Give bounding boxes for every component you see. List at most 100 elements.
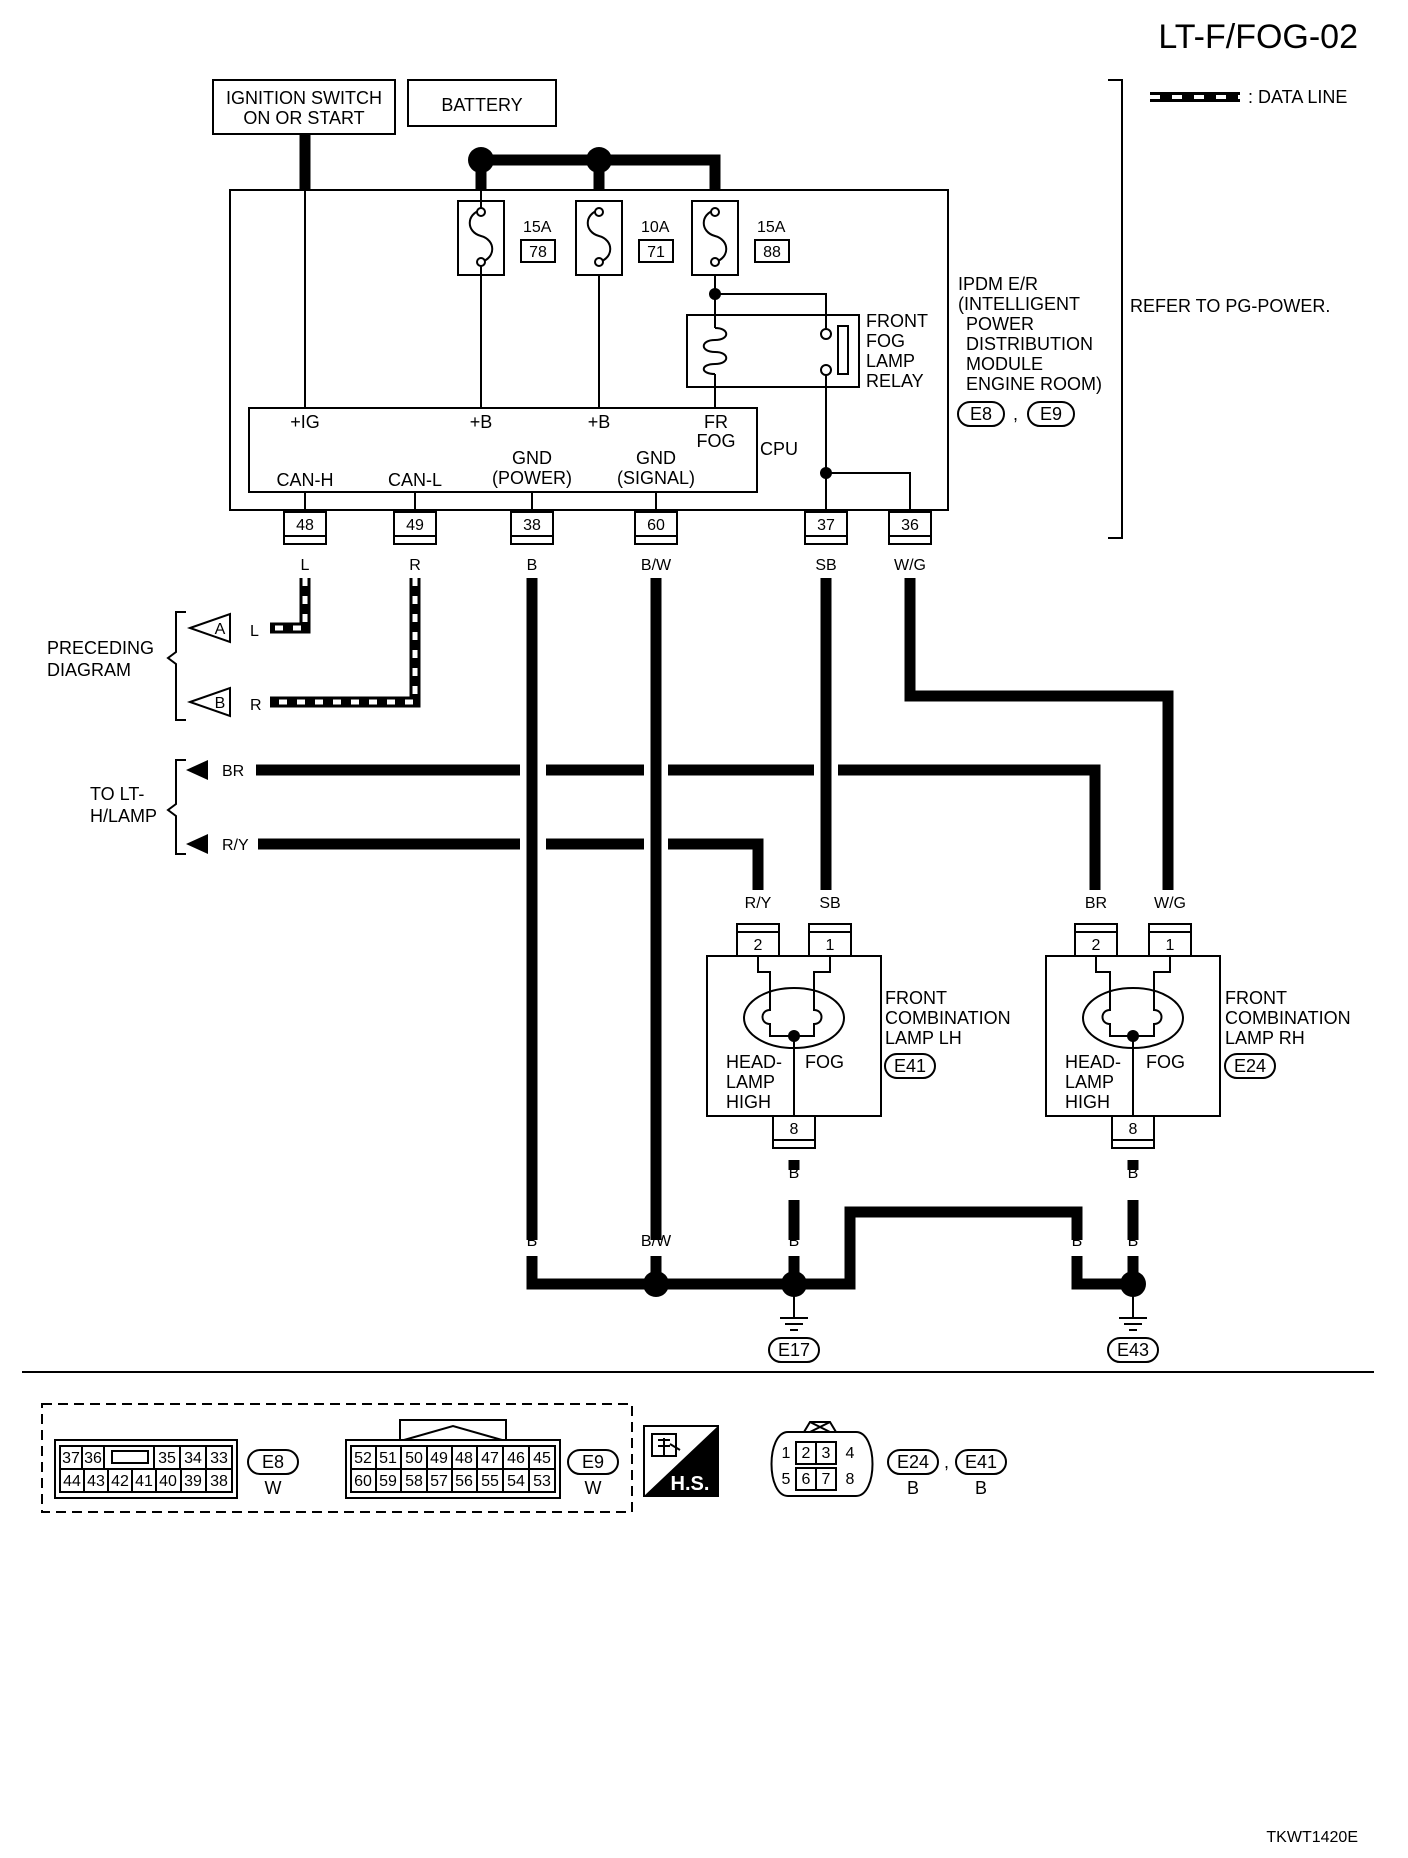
- svg-text:HEAD-: HEAD-: [726, 1052, 782, 1072]
- svg-text:(SIGNAL): (SIGNAL): [617, 468, 695, 488]
- svg-text:B: B: [789, 1165, 800, 1182]
- ignition-line1: IGNITION SWITCH: [226, 88, 382, 108]
- to-lt-h-lamp: TO LT- H/LAMP BR R/Y: [90, 759, 249, 855]
- svg-text:TO LT-: TO LT-: [90, 784, 144, 804]
- fuse-88: 15A 88: [691, 200, 790, 276]
- svg-text:37: 37: [817, 517, 835, 534]
- ground-bus-lh: [526, 1206, 1083, 1290]
- footer-code: TKWT1420E: [1266, 1829, 1358, 1846]
- svg-text:B/W: B/W: [641, 1233, 672, 1250]
- connector-dashed-box: [41, 1403, 633, 1513]
- svg-text:HIGH: HIGH: [726, 1092, 771, 1112]
- svg-text:40: 40: [159, 1473, 177, 1490]
- svg-text:GND: GND: [512, 448, 552, 468]
- svg-text:49: 49: [430, 1450, 448, 1467]
- svg-text:B: B: [907, 1478, 919, 1498]
- svg-text:B: B: [845, 1233, 856, 1250]
- svg-text:46: 46: [507, 1450, 525, 1467]
- svg-text:W: W: [585, 1478, 602, 1498]
- svg-text:3: 3: [822, 1445, 831, 1462]
- svg-text:44: 44: [63, 1473, 81, 1490]
- svg-text:57: 57: [430, 1473, 448, 1490]
- svg-text:CAN-H: CAN-H: [277, 470, 334, 490]
- svg-text:R/Y: R/Y: [745, 895, 772, 912]
- connector-e8: 37 36 35 34 33 44 43 42 41 40 39 38 E8 W: [54, 1439, 299, 1499]
- svg-text:COMBINATION: COMBINATION: [885, 1008, 1011, 1028]
- svg-text:36: 36: [901, 517, 919, 534]
- harness-side-icon: H.S.: [643, 1425, 719, 1497]
- ipdm-conn-e9: [1027, 401, 1075, 427]
- svg-text:+B: +B: [470, 412, 493, 432]
- svg-text:8: 8: [1129, 1121, 1138, 1138]
- svg-text:E8: E8: [262, 1452, 284, 1472]
- wg-pin36-wire: [904, 578, 1174, 890]
- front-fog-lamp-relay: FRONT FOG LAMP RELAY: [686, 311, 928, 473]
- svg-text:51: 51: [379, 1450, 397, 1467]
- can-h-data-line: [270, 578, 311, 634]
- svg-text:1: 1: [826, 937, 835, 954]
- ipdm-pins: 48 49 38 60 37 36: [283, 511, 932, 545]
- ground-e17: E17: [768, 1284, 820, 1363]
- svg-text:B: B: [1128, 1165, 1139, 1182]
- svg-text:48: 48: [296, 517, 314, 534]
- svg-text:50: 50: [405, 1450, 423, 1467]
- svg-text:53: 53: [533, 1473, 551, 1490]
- svg-text:49: 49: [406, 517, 424, 534]
- relay-line3: LAMP: [866, 351, 915, 371]
- svg-text:W/G: W/G: [894, 557, 926, 574]
- svg-text:DIAGRAM: DIAGRAM: [47, 660, 131, 680]
- svg-text:56: 56: [455, 1473, 473, 1490]
- svg-text:E8: E8: [970, 404, 992, 424]
- svg-text:CPU: CPU: [760, 439, 798, 459]
- svg-text:PRECEDING: PRECEDING: [47, 638, 154, 658]
- svg-text:59: 59: [379, 1473, 397, 1490]
- preceding-diagram: PRECEDING DIAGRAM A L B R: [47, 611, 262, 721]
- junction-dot: [586, 147, 612, 173]
- svg-text:SB: SB: [815, 557, 836, 574]
- svg-text:54: 54: [507, 1473, 525, 1490]
- svg-text:SB: SB: [819, 895, 840, 912]
- svg-text:33: 33: [210, 1450, 228, 1467]
- svg-text:E41: E41: [965, 1452, 997, 1472]
- ipdm-label: IPDM E/R (INTELLIGENT POWER DISTRIBUTION…: [957, 274, 1102, 427]
- svg-text:FR: FR: [704, 412, 728, 432]
- svg-text:58: 58: [405, 1473, 423, 1490]
- svg-text:60: 60: [647, 517, 665, 534]
- svg-text:B: B: [527, 557, 538, 574]
- svg-text:55: 55: [481, 1473, 499, 1490]
- svg-text:2: 2: [802, 1445, 811, 1462]
- svg-text:E24: E24: [1234, 1056, 1266, 1076]
- refer-text: REFER TO PG-POWER.: [1130, 296, 1330, 316]
- svg-text:H/LAMP: H/LAMP: [90, 806, 157, 826]
- svg-text:60: 60: [354, 1473, 372, 1490]
- svg-text:POWER: POWER: [966, 314, 1034, 334]
- ignition-line2: ON OR START: [243, 108, 364, 128]
- svg-text:W: W: [265, 1478, 282, 1498]
- svg-text:LAMP: LAMP: [1065, 1072, 1114, 1092]
- svg-text:H.S.: H.S.: [671, 1473, 710, 1495]
- svg-text:B/W: B/W: [641, 557, 672, 574]
- svg-text:48: 48: [455, 1450, 473, 1467]
- svg-text:B: B: [1128, 1233, 1139, 1250]
- svg-text:B: B: [215, 695, 226, 712]
- fuse-78-num: 78: [529, 244, 547, 261]
- svg-text:+IG: +IG: [290, 412, 320, 432]
- svg-text:IPDM E/R: IPDM E/R: [958, 274, 1038, 294]
- svg-text:BR: BR: [222, 763, 244, 780]
- front-combination-lamp-lh: R/Y SB 2 1 HEAD- LAMP HIGH FOG 8 FRONT C…: [706, 895, 1011, 1149]
- svg-text:FRONT: FRONT: [885, 988, 947, 1008]
- svg-text:8: 8: [846, 1471, 855, 1488]
- svg-text:E9: E9: [1040, 404, 1062, 424]
- svg-text:47: 47: [481, 1450, 499, 1467]
- battery-label: BATTERY: [441, 95, 522, 115]
- cpu-box: +IG +B +B FR FOG CAN-H CAN-L GND (POWER)…: [248, 407, 798, 493]
- svg-text:B: B: [527, 1233, 538, 1250]
- ipdm-bracket: [1108, 79, 1123, 539]
- connector-e9: 52 51 50 49 48 47 46 45 60 59 58 57 56 5…: [345, 1419, 619, 1499]
- svg-text:2: 2: [754, 937, 763, 954]
- svg-text:LAMP LH: LAMP LH: [885, 1028, 962, 1048]
- svg-text:42: 42: [111, 1473, 129, 1490]
- svg-text:LAMP RH: LAMP RH: [1225, 1028, 1305, 1048]
- svg-text:L: L: [301, 557, 310, 574]
